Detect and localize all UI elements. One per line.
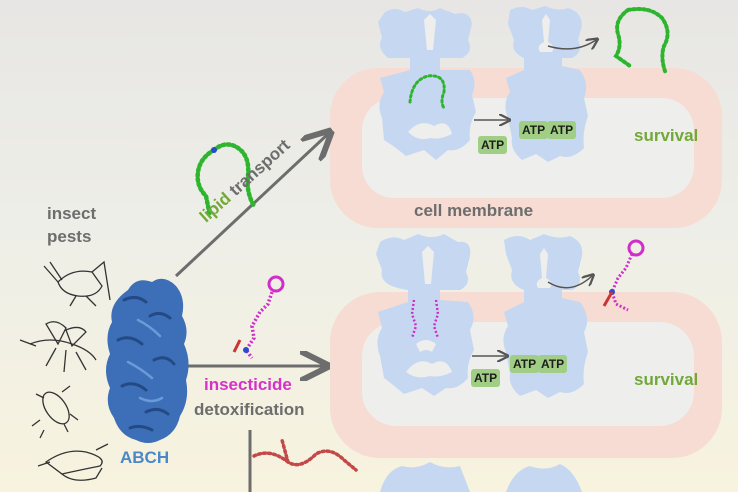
bottom-red-molecule xyxy=(252,438,358,472)
middle-protein-open xyxy=(376,234,474,396)
abch-label: ABCH xyxy=(120,448,170,467)
atp-badge-middle-1: ATP xyxy=(471,369,501,387)
atp-badge-middle-2: ATP xyxy=(510,355,540,373)
top-protein-open xyxy=(378,8,476,160)
insecticide-in-protein-left xyxy=(410,299,418,339)
middle-open-channel xyxy=(422,246,434,284)
survival-middle-label: survival xyxy=(634,370,699,389)
beetle-icon xyxy=(31,385,79,439)
mosquito-icon xyxy=(19,321,97,373)
insecticide-label: insecticide xyxy=(204,375,292,394)
insecticide-in-protein-right xyxy=(432,299,440,339)
cricket-icon xyxy=(43,260,111,307)
lipid-in-protein xyxy=(408,74,446,110)
atp-badge-top-3: ATP xyxy=(547,121,577,139)
bottom-partial-panel xyxy=(380,462,582,492)
top-closed-channel xyxy=(538,14,554,52)
lipid-head xyxy=(211,147,217,153)
middle-exit-arrow xyxy=(547,276,592,289)
middle-open-cavity xyxy=(406,361,452,378)
insect-pests-label-line2: pests xyxy=(47,227,92,246)
top-open-channel xyxy=(424,14,436,50)
moth-icon xyxy=(37,443,109,481)
atp-badge-top-1: ATP xyxy=(478,136,508,154)
detoxification-label: detoxification xyxy=(194,400,305,419)
released-lipid-top xyxy=(613,7,670,76)
middle-closed-channel xyxy=(536,248,552,288)
atp-badge-middle-3: ATP xyxy=(538,355,568,373)
insect-pests-label-line1: insect xyxy=(47,204,97,223)
atp-badge-top-2: ATP xyxy=(519,121,549,139)
lipid-molecule xyxy=(195,142,257,219)
released-insecticide xyxy=(602,239,645,312)
abch-protein xyxy=(106,278,189,443)
middle-open-cavity-mid xyxy=(416,340,436,352)
insecticide-molecule xyxy=(232,275,285,360)
top-open-cavity xyxy=(408,123,452,140)
cell-membrane-label: cell membrane xyxy=(414,201,534,220)
top-exit-arrow xyxy=(547,40,596,49)
survival-top-label: survival xyxy=(634,126,699,145)
